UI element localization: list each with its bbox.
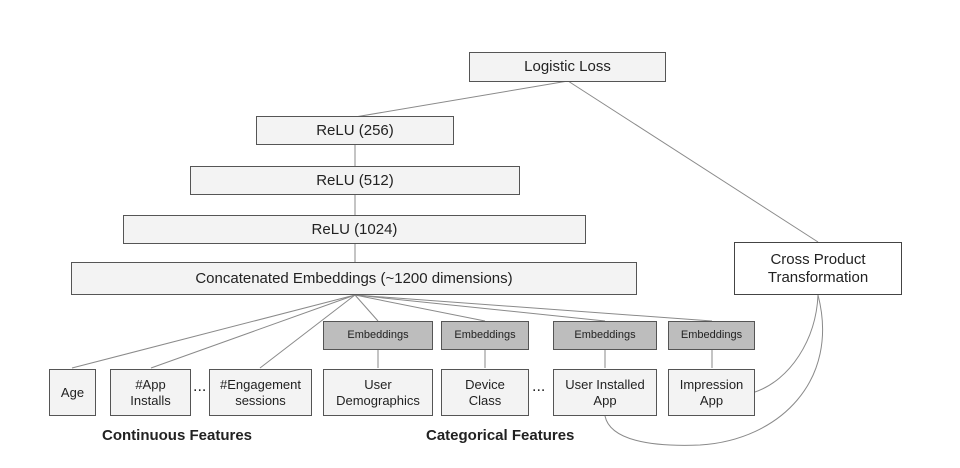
edge-loss-cross (567, 80, 819, 243)
edge-concat-age (71, 294, 356, 369)
feature-user-demographics: User Demographics (323, 369, 433, 416)
relu-256-layer: ReLU (256) (256, 116, 454, 145)
embeddings-user-demographics: Embeddings (323, 321, 433, 350)
edge-concat-emb4 (354, 294, 713, 322)
edge-concat-emb3 (354, 294, 606, 322)
continuous-ellipsis: ... (193, 378, 207, 395)
edge-concat-app-installs (150, 294, 356, 369)
categorical-ellipsis: ... (532, 378, 546, 395)
feature-engagement-sessions: #Engagement sessions (209, 369, 312, 416)
edge-concat-emb1 (354, 294, 379, 322)
edge-cross-impression-app (754, 294, 819, 393)
relu-512-layer: ReLU (512) (190, 166, 520, 195)
embeddings-user-installed-app: Embeddings (553, 321, 657, 350)
feature-impression-app: Impression App (668, 369, 755, 416)
categorical-features-label: Categorical Features (426, 427, 575, 444)
concatenated-embeddings-layer: Concatenated Embeddings (~1200 dimension… (71, 262, 637, 295)
edge-loss-relu256 (354, 80, 569, 118)
feature-device-class: Device Class (441, 369, 529, 416)
edge-cross-user-installed-app (604, 294, 824, 446)
edge-concat-emb2 (354, 294, 486, 322)
cross-product-transformation-node: Cross Product Transformation (734, 242, 902, 295)
feature-user-installed-app: User Installed App (553, 369, 657, 416)
feature-age: Age (49, 369, 96, 416)
embeddings-impression-app: Embeddings (668, 321, 755, 350)
continuous-features-label: Continuous Features (102, 427, 253, 444)
embeddings-device-class: Embeddings (441, 321, 529, 350)
feature-app-installs: #App Installs (110, 369, 191, 416)
logistic-loss-node: Logistic Loss (469, 52, 666, 82)
relu-1024-layer: ReLU (1024) (123, 215, 586, 244)
edge-concat-engagement (259, 294, 356, 369)
